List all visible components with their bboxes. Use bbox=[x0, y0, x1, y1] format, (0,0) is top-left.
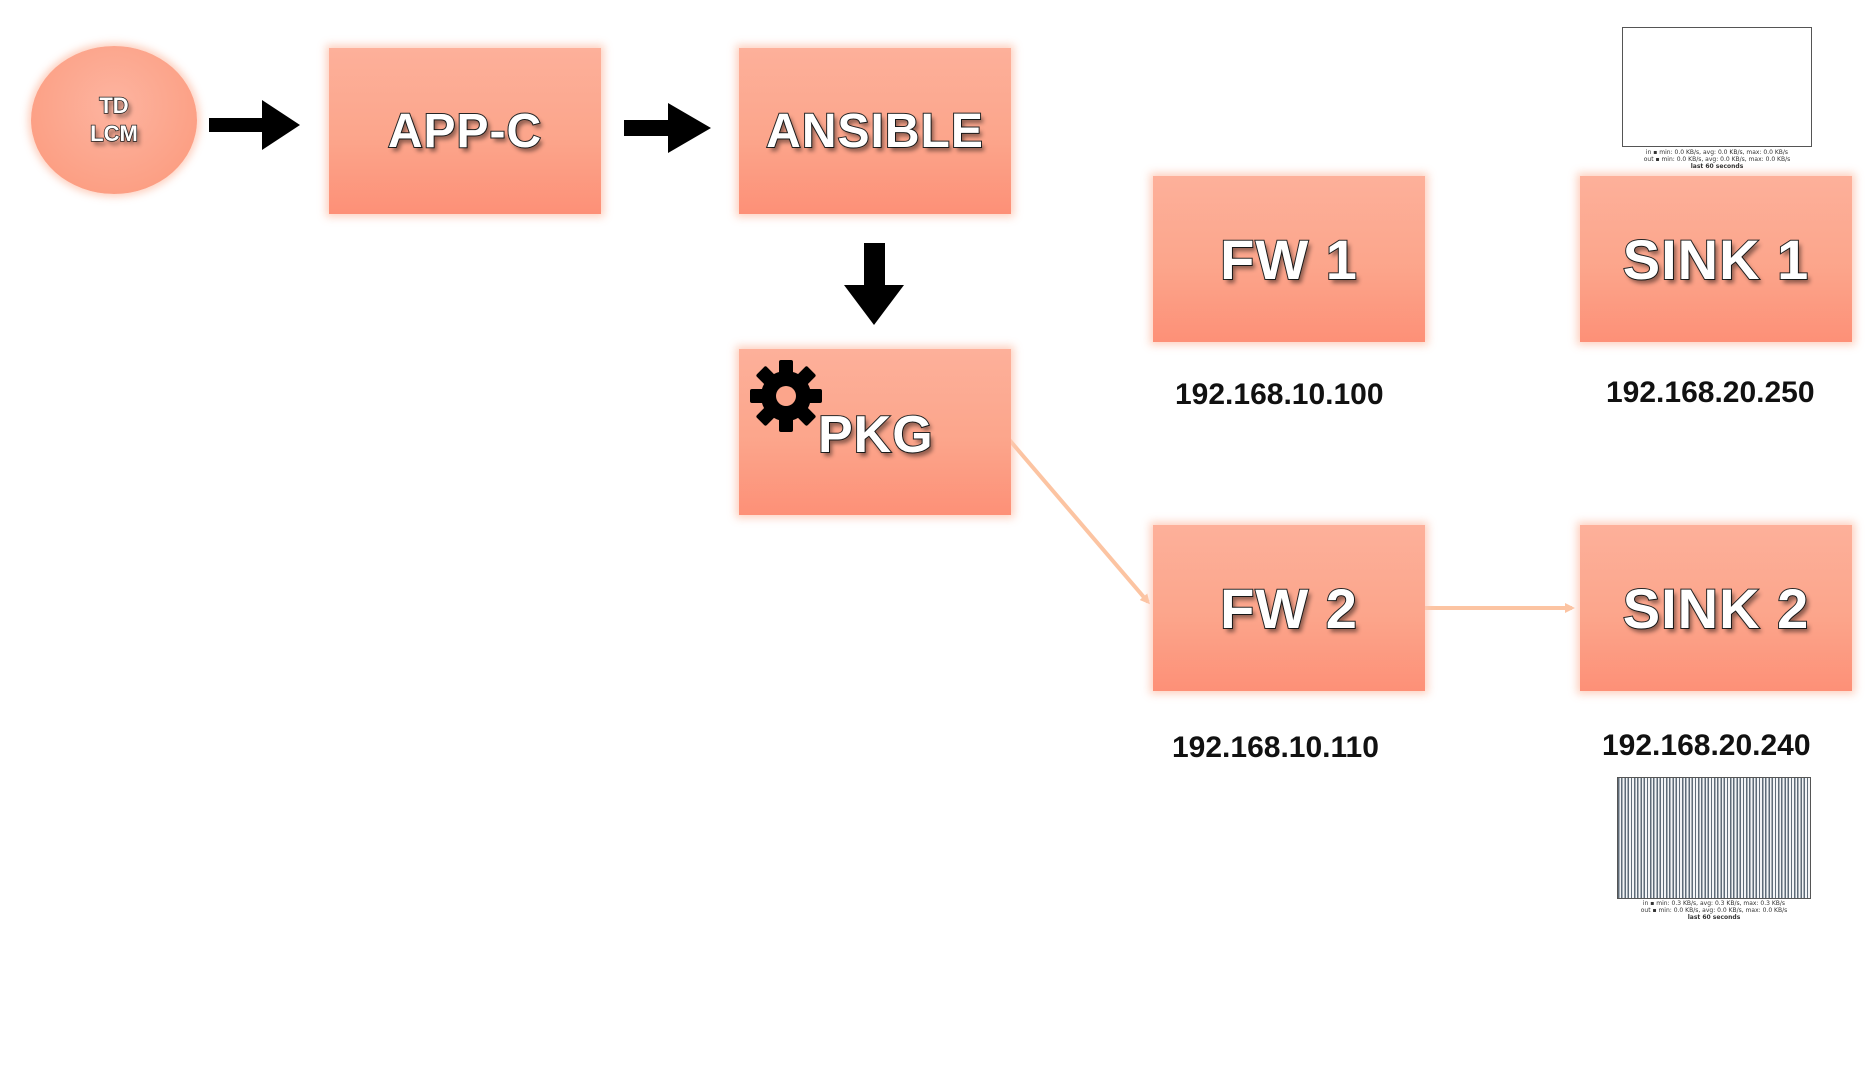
node-ansible-label: ANSIBLE bbox=[765, 104, 984, 159]
node-sink1[interactable]: SINK 1 bbox=[1580, 176, 1852, 342]
node-td-lcm-line2: LCM bbox=[89, 120, 138, 147]
node-pkg-label: PKG bbox=[817, 405, 934, 465]
node-ansible[interactable]: ANSIBLE bbox=[739, 48, 1011, 214]
node-td-lcm[interactable]: TD LCM bbox=[31, 46, 197, 194]
arrow-tdlcm-to-appc bbox=[209, 100, 300, 150]
node-pkg[interactable]: PKG bbox=[739, 349, 1011, 515]
node-td-lcm-line1: TD bbox=[99, 92, 130, 119]
node-app-c[interactable]: APP-C bbox=[329, 48, 601, 214]
node-sink2-label: SINK 2 bbox=[1622, 576, 1810, 641]
ip-sink2: 192.168.20.240 bbox=[1602, 729, 1811, 762]
sink1-traffic-graph bbox=[1622, 27, 1812, 147]
sink2-graph-legend: in ▪ min: 0.3 KB/s, avg: 0.3 KB/s, max: … bbox=[1617, 900, 1811, 921]
sink1-graph-out: out ▪ min: 0.0 KB/s, avg: 0.0 KB/s, max:… bbox=[1643, 156, 1791, 163]
gear-icon bbox=[750, 360, 822, 432]
sink2-traffic-graph bbox=[1617, 777, 1811, 899]
ip-fw1: 192.168.10.100 bbox=[1175, 378, 1384, 411]
sink1-graph-in: in ▪ min: 0.0 KB/s, avg: 0.0 KB/s, max: … bbox=[1645, 149, 1789, 156]
sink2-graph-in: in ▪ min: 0.3 KB/s, avg: 0.3 KB/s, max: … bbox=[1642, 900, 1786, 907]
ip-sink1: 192.168.20.250 bbox=[1606, 376, 1815, 409]
node-sink2[interactable]: SINK 2 bbox=[1580, 525, 1852, 691]
node-app-c-label: APP-C bbox=[387, 104, 543, 159]
node-fw2-label: FW 2 bbox=[1219, 576, 1358, 641]
node-sink1-label: SINK 1 bbox=[1622, 227, 1810, 292]
sink1-graph-legend: in ▪ min: 0.0 KB/s, avg: 0.0 KB/s, max: … bbox=[1622, 149, 1812, 170]
flow-pkg-to-fw2 bbox=[1004, 434, 1150, 605]
node-fw1-label: FW 1 bbox=[1219, 227, 1358, 292]
node-fw1[interactable]: FW 1 bbox=[1153, 176, 1425, 342]
sink1-graph-caption: last 60 seconds bbox=[1690, 163, 1744, 170]
sink2-graph-out: out ▪ min: 0.0 KB/s, avg: 0.0 KB/s, max:… bbox=[1640, 907, 1788, 914]
sink2-graph-caption: last 60 seconds bbox=[1687, 914, 1741, 921]
arrow-appc-to-ansible bbox=[624, 103, 711, 153]
ip-fw2: 192.168.10.110 bbox=[1172, 731, 1379, 764]
arrow-ansible-to-pkg bbox=[844, 243, 904, 325]
node-fw2[interactable]: FW 2 bbox=[1153, 525, 1425, 691]
